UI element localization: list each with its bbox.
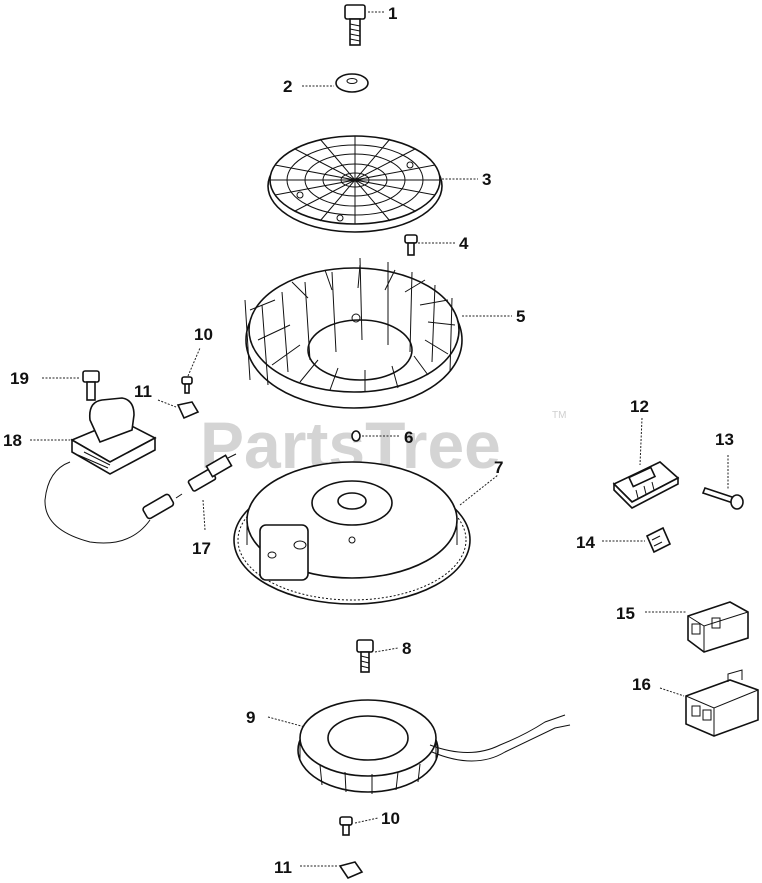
callout-5[interactable]: 5	[516, 307, 525, 326]
part-15-terminal[interactable]	[687, 601, 749, 653]
leader-16	[659, 687, 685, 697]
callout-12[interactable]: 12	[630, 397, 649, 416]
callout-11-bottom[interactable]: 11	[274, 858, 292, 877]
part-11-clip-bottom[interactable]	[338, 861, 364, 879]
leader-17	[202, 499, 206, 531]
part-10-screw-bottom[interactable]	[339, 816, 353, 836]
watermark-trademark: TM	[552, 410, 566, 421]
part-14-connector[interactable]	[645, 526, 672, 554]
callout-4[interactable]: 4	[459, 234, 469, 253]
callout-18[interactable]: 18	[3, 431, 22, 450]
leader-7	[459, 474, 499, 506]
callout-7[interactable]: 7	[494, 458, 503, 477]
part-5-fan[interactable]	[244, 257, 463, 409]
callout-16[interactable]: 16	[632, 675, 651, 694]
callout-9[interactable]: 9	[246, 708, 255, 727]
part-7-flywheel[interactable]	[233, 461, 471, 605]
leader-8	[374, 647, 399, 653]
leader-11-top	[157, 399, 177, 408]
part-13-screw[interactable]	[701, 487, 744, 510]
leader-10-bottom	[354, 817, 379, 824]
part-19-bolt[interactable]	[82, 370, 100, 401]
part-8-bolt[interactable]	[356, 639, 374, 673]
part-6-key[interactable]	[351, 430, 361, 442]
part-3-screen[interactable]	[267, 135, 443, 233]
callout-8[interactable]: 8	[402, 639, 411, 658]
callout-14[interactable]: 14	[576, 533, 595, 552]
callout-15[interactable]: 15	[616, 604, 635, 623]
part-1-bolt[interactable]	[344, 4, 366, 46]
leader-9	[267, 716, 306, 728]
callout-10-top[interactable]: 10	[194, 325, 213, 344]
part-18-ignition-module[interactable]	[44, 397, 175, 544]
callout-1[interactable]: 1	[388, 4, 397, 23]
callout-3[interactable]: 3	[482, 170, 491, 189]
leader-12	[639, 417, 643, 466]
callout-10-bottom[interactable]: 10	[381, 809, 400, 828]
callout-6[interactable]: 6	[404, 428, 413, 447]
callout-19[interactable]: 19	[10, 369, 29, 388]
part-17-spark-plug[interactable]	[175, 453, 237, 499]
callout-11-top[interactable]: 11	[134, 382, 152, 401]
part-10-screw-top[interactable]	[181, 376, 193, 394]
callout-17[interactable]: 17	[192, 539, 211, 558]
part-9-stator[interactable]	[297, 699, 571, 794]
callout-13[interactable]: 13	[715, 430, 734, 449]
part-16-connector[interactable]	[685, 669, 759, 737]
callout-2[interactable]: 2	[283, 77, 292, 96]
leader-10-top	[187, 347, 201, 377]
part-2-washer[interactable]	[335, 73, 369, 93]
part-4-screw[interactable]	[404, 234, 418, 256]
part-11-clip-top[interactable]	[176, 401, 200, 420]
part-12-rectifier[interactable]	[612, 461, 680, 509]
